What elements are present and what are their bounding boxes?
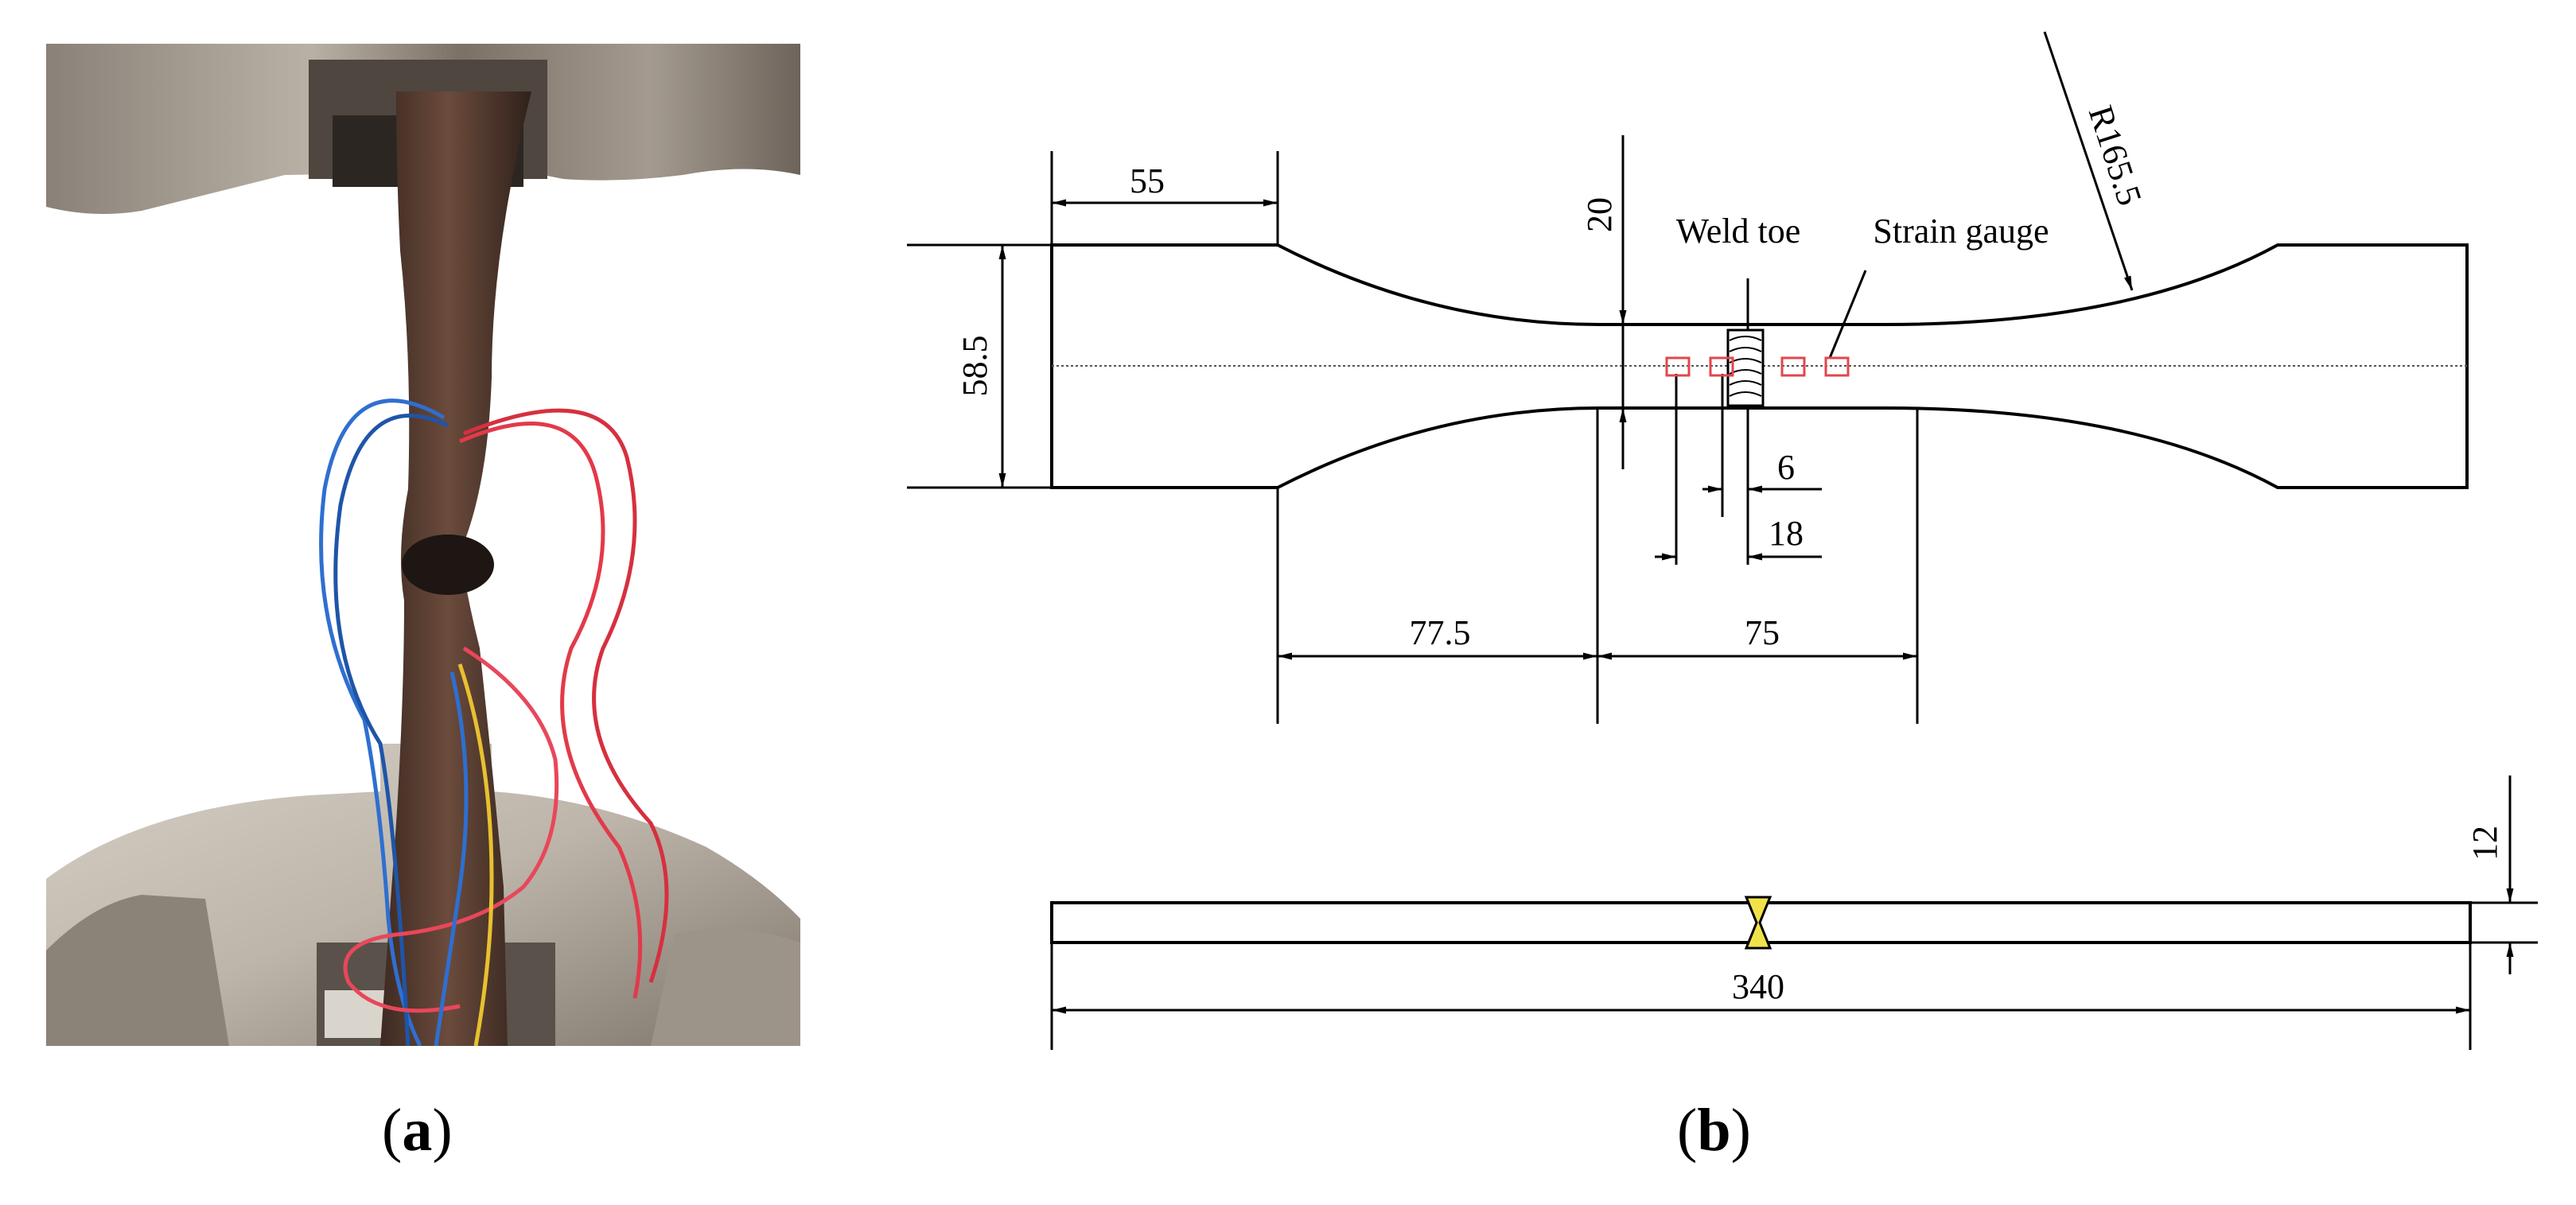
strain-gauge-2 [1709, 356, 1734, 377]
transition-length-label: 77.5 [1410, 613, 1471, 652]
strain-gauge-leader [1828, 270, 1867, 359]
strain-gauge-4 [1824, 356, 1850, 377]
total-length-label: 340 [1732, 967, 1784, 1006]
strain-gauge-1 [1665, 356, 1691, 377]
caption-b-letter: b [1697, 1097, 1731, 1164]
weld-toe-label: Weld toe [1676, 212, 1801, 251]
dimension-lines [998, 31, 2134, 660]
specimen-photo [46, 44, 800, 1046]
gauge-spacing-outer-label: 18 [1769, 514, 1804, 553]
neck-width-label: 20 [1580, 197, 1619, 232]
strain-gauges [1665, 356, 1850, 377]
radius-leader [2043, 31, 2134, 291]
radius-label: R165.5 [2081, 101, 2150, 210]
gauge-length-label: 75 [1745, 613, 1780, 652]
grip-length-label: 55 [1130, 161, 1165, 200]
dimension-texts: 55 58.5 20 R165.5 Weld toe Strain gauge … [955, 101, 2504, 1006]
side-view [1050, 775, 2538, 1050]
thickness-label: 12 [2465, 826, 2504, 861]
weld-bead-side [1744, 896, 1772, 950]
caption-a: (a) [382, 1097, 453, 1164]
width-label: 58.5 [955, 336, 994, 397]
caption-a-letter: a [402, 1097, 433, 1164]
specimen-outline [1050, 243, 2469, 489]
strain-gauge-label: Strain gauge [1873, 212, 2049, 251]
gauge-spacing-inner-label: 6 [1777, 448, 1795, 487]
caption-b: (b) [1677, 1097, 1751, 1164]
specimen-drawing: 55 58.5 20 R165.5 Weld toe Strain gauge … [907, 31, 2538, 1050]
strain-gauge-wires [319, 398, 669, 1046]
strain-gauge-3 [1780, 356, 1806, 377]
weld-bead [402, 534, 494, 595]
